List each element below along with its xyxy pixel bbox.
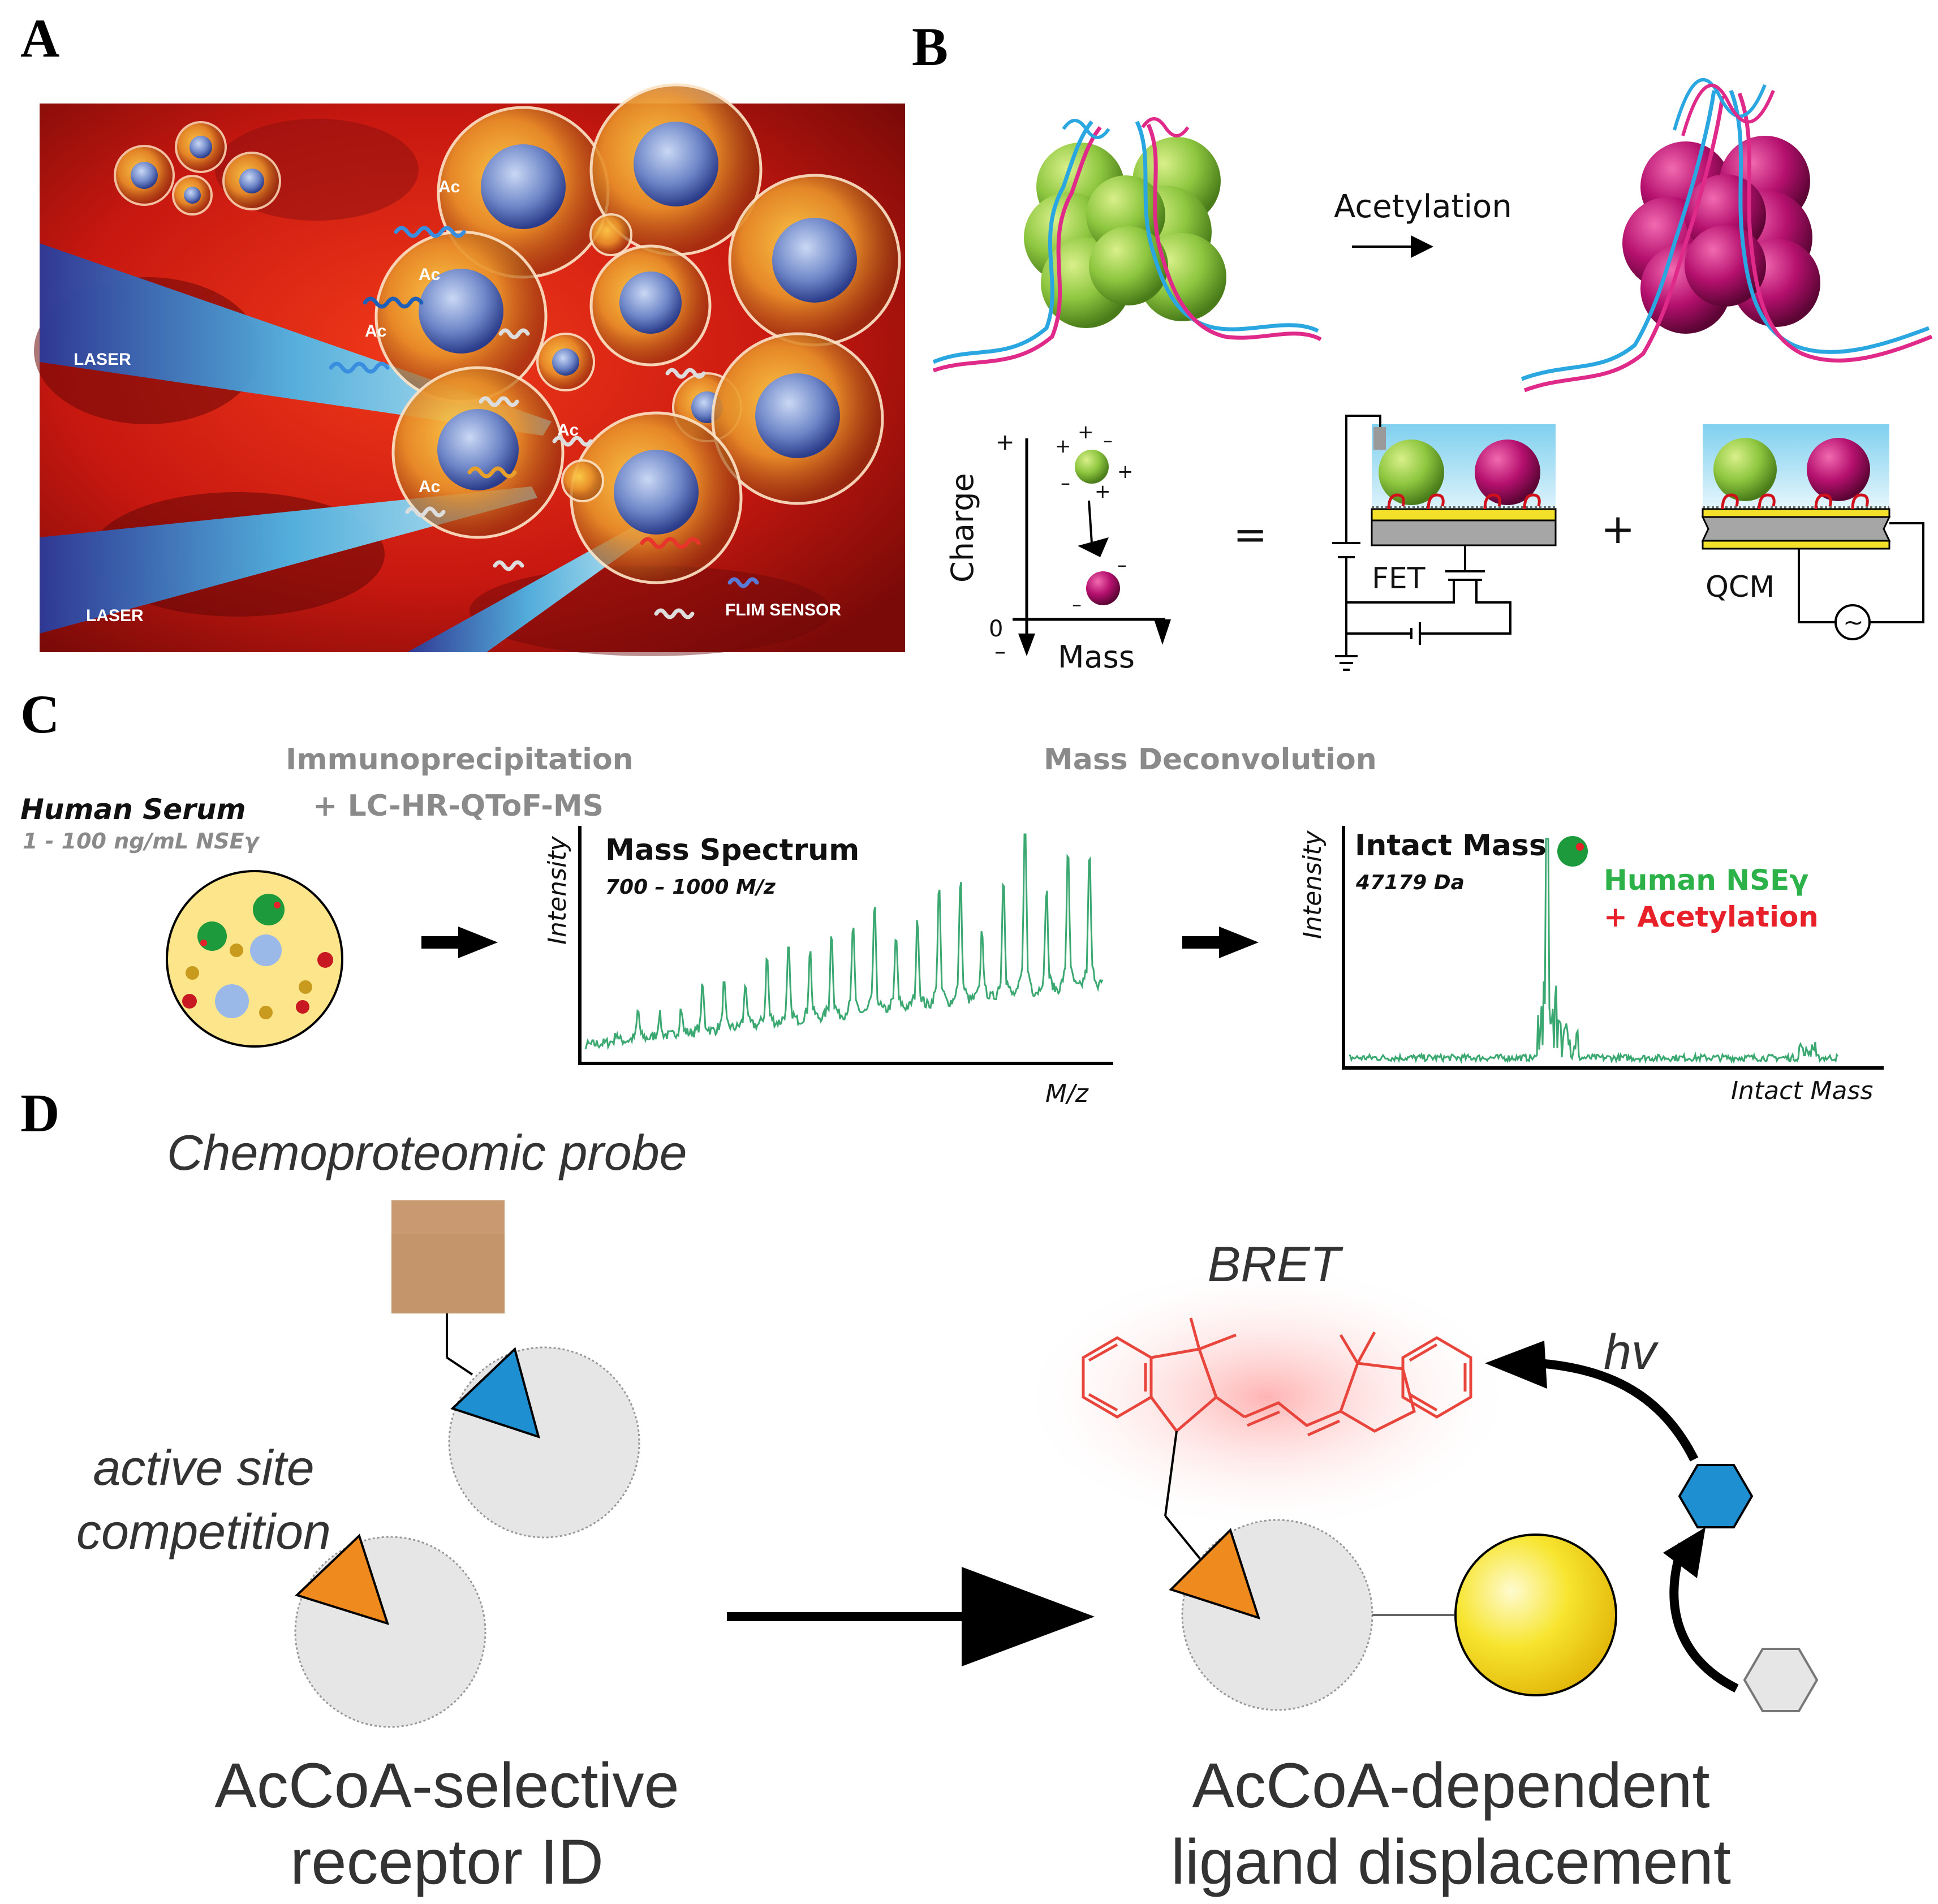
receptor-protein-top bbox=[448, 1346, 640, 1539]
ac-label-4: Ac bbox=[557, 421, 579, 440]
emission-arrow bbox=[1485, 1341, 1699, 1462]
right-caption-2: ligand displacement bbox=[1171, 1827, 1731, 1897]
spectrum2-y-label: Intensity bbox=[1298, 830, 1327, 939]
probe-tag-highlight bbox=[391, 1200, 505, 1234]
spectrum2-value: 47179 Da bbox=[1355, 871, 1465, 894]
probe-ligand-triangle bbox=[450, 1347, 540, 1439]
product-hexagon bbox=[1678, 1464, 1754, 1528]
charge-sign: + bbox=[1055, 435, 1071, 458]
panel-c-letter: C bbox=[20, 684, 59, 744]
fet-label: FET bbox=[1372, 562, 1425, 596]
bret-glow bbox=[1018, 1261, 1516, 1533]
mass-spectrum-chart: Mass Spectrum 700 – 1000 M/z Intensity M… bbox=[543, 826, 1113, 1108]
laser-label-bottom: LASER bbox=[86, 606, 144, 625]
flim-sensor-label: FLIM SENSOR bbox=[725, 601, 841, 619]
arrow-to-intact-mass bbox=[1182, 927, 1259, 958]
laser-beam-right bbox=[407, 523, 651, 652]
spectrum1-title: Mass Spectrum bbox=[605, 833, 859, 867]
chemoproteomic-probe-label: Chemoproteomic probe bbox=[167, 1125, 687, 1181]
ac-label-1: Ac bbox=[438, 178, 460, 196]
left-caption-2: receptor ID bbox=[290, 1827, 604, 1897]
dye-linker-2 bbox=[1164, 1515, 1203, 1562]
charge-sign: + bbox=[1095, 480, 1111, 503]
charge-axis-label: Charge bbox=[945, 473, 980, 583]
arrow-to-spectrum bbox=[421, 927, 498, 958]
left-caption-1: AcCoA-selective bbox=[214, 1750, 679, 1821]
charge-sign: + bbox=[1078, 421, 1094, 443]
step-mass-deconvolution: Mass Deconvolution bbox=[1044, 743, 1377, 777]
catalysis-arrow bbox=[1663, 1527, 1739, 1693]
spectrum1-y-label: Intensity bbox=[543, 836, 572, 945]
nsey-protein-icon bbox=[1557, 836, 1588, 867]
right-caption-1: AcCoA-dependent bbox=[1192, 1750, 1709, 1821]
fet-sensor-diagram: FET bbox=[1332, 415, 1557, 671]
panel-d-letter: D bbox=[20, 1083, 59, 1143]
ac-label-2: Ac bbox=[419, 265, 440, 284]
hv-label: hv bbox=[1604, 1324, 1659, 1380]
charge-sign: – bbox=[1117, 554, 1127, 576]
step-lc-ms: + LC-HR-QToF-MS bbox=[313, 789, 604, 823]
qcm-sensor-diagram: ~ QCM bbox=[1701, 424, 1924, 640]
charge-sign: + bbox=[1117, 460, 1134, 483]
charge-minus-mark: – bbox=[994, 639, 1006, 665]
panel-a-microscopy-illustration: Ac Ac Ac Ac Ac LASER LASER FLIM SENSOR bbox=[34, 83, 905, 656]
intact-mass-chart: Intact Mass 47179 Da Intensity Intact Ma… bbox=[1298, 826, 1884, 1105]
zero-label: 0 bbox=[989, 616, 1003, 642]
equals-sign: = bbox=[1233, 511, 1267, 558]
nucleosome-acetylated bbox=[1521, 77, 1933, 393]
large-cells bbox=[374, 83, 901, 584]
spectrum2-x-label: Intact Mass bbox=[1731, 1076, 1873, 1105]
panel-a-letter: A bbox=[20, 8, 59, 68]
mass-spectrum-trace bbox=[584, 833, 1104, 1050]
dye-linker bbox=[1164, 1431, 1178, 1517]
cyanine-dye-structure bbox=[1082, 1317, 1472, 1437]
small-cells bbox=[114, 121, 281, 216]
luciferase-circle bbox=[1454, 1533, 1617, 1696]
mass-axis-label: Mass bbox=[1058, 639, 1135, 675]
charge-mass-plot: + 0 – Charge Mass + + – + – + – – bbox=[945, 421, 1171, 675]
active-site-label-1: active site bbox=[93, 1440, 314, 1496]
panel-b-letter: B bbox=[912, 16, 948, 77]
charge-plus-mark: + bbox=[996, 429, 1015, 455]
ac-label-5: Ac bbox=[419, 477, 440, 496]
plus-sign: + bbox=[1601, 505, 1635, 553]
acetyl-mark bbox=[1576, 843, 1584, 851]
laser-label-top: LASER bbox=[74, 350, 131, 369]
charge-sign: – bbox=[1103, 429, 1113, 452]
serum-sample-circle bbox=[166, 870, 343, 1048]
legend-human-nsey: Human NSEγ bbox=[1604, 864, 1808, 897]
receptor-protein-bottom bbox=[294, 1536, 486, 1728]
laser-beam-bottom bbox=[40, 486, 537, 634]
ac-source-symbol: ~ bbox=[1843, 608, 1864, 637]
nucleosome-unmodified bbox=[932, 117, 1322, 373]
bret-label: BRET bbox=[1208, 1236, 1343, 1292]
sensor-helices bbox=[329, 226, 759, 619]
intact-mass-trace bbox=[1349, 838, 1839, 1065]
active-site-label-2: competition bbox=[76, 1504, 331, 1560]
qcm-label: QCM bbox=[1706, 570, 1775, 604]
acetyl-coa-triangle-right bbox=[1169, 1528, 1261, 1620]
spectrum1-x-label: M/z bbox=[1045, 1079, 1089, 1108]
probe-linker-2 bbox=[446, 1356, 473, 1376]
magenta-protein-small bbox=[1086, 571, 1120, 605]
ac-label-3: Ac bbox=[365, 322, 386, 341]
legend-acetylation: + Acetylation bbox=[1604, 901, 1819, 933]
substrate-hexagon bbox=[1743, 1648, 1819, 1712]
spectrum1-range: 700 – 1000 M/z bbox=[605, 876, 776, 899]
serum-concentration: 1 - 100 ng/mL NSEγ bbox=[23, 829, 261, 854]
spectrum2-title: Intact Mass bbox=[1355, 829, 1547, 863]
green-protein-small bbox=[1075, 450, 1109, 484]
charge-sign: – bbox=[1061, 472, 1070, 494]
human-serum-title: Human Serum bbox=[20, 793, 246, 826]
charge-sign: – bbox=[1072, 593, 1082, 616]
displacement-arrow bbox=[727, 1567, 1095, 1666]
step-immunoprecipitation: Immunoprecipitation bbox=[286, 743, 634, 777]
acetyl-coa-triangle-left bbox=[295, 1533, 390, 1626]
acetylation-label: Acetylation bbox=[1334, 188, 1512, 225]
